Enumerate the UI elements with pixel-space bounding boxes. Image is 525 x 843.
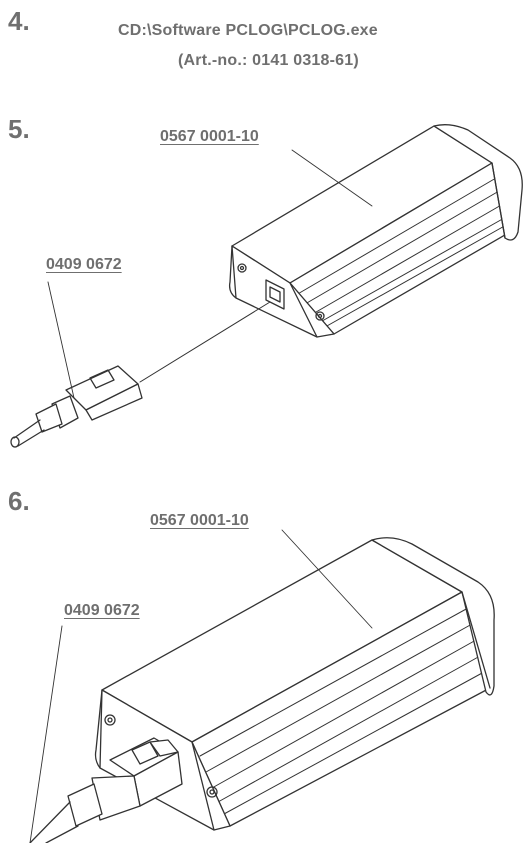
- article-number-text: (Art.-no.: 0141 0318-61): [178, 52, 359, 69]
- step-5-cable-label: 0409 0672: [46, 256, 122, 273]
- step-6-cable-label: 0409 0672: [64, 602, 140, 619]
- step-5-number: 5.: [8, 114, 30, 144]
- step-6-number: 6.: [8, 486, 30, 516]
- step-5-usb-cable-illustration: [10, 281, 271, 448]
- step-4-number: 4.: [8, 6, 30, 36]
- step-5-device-illustration: [228, 124, 523, 338]
- step-6-usb-cable-illustration: [29, 625, 183, 843]
- step-6-device-label: 0567 0001-10: [150, 512, 249, 529]
- software-path-text: CD:\Software PCLOG\PCLOG.exe: [118, 22, 378, 39]
- step-5-device-label: 0567 0001-10: [160, 128, 259, 145]
